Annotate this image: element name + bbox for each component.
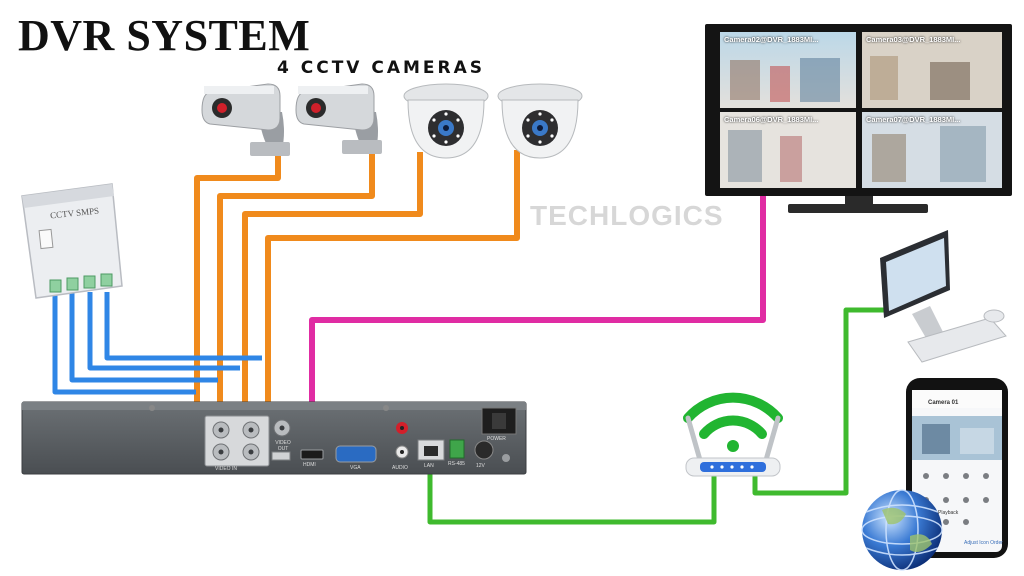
wifi-icon [683,392,783,452]
power-cable-2 [87,292,240,371]
globe-icon [861,489,943,571]
port-label-video-in: VIDEO IN [215,466,237,472]
lan-cable [427,452,717,525]
computer-icon [880,230,1007,363]
video-cables [194,150,520,436]
port-label-12v: 12V [476,463,485,469]
power-cable-3 [69,292,218,383]
port-label-lan: LAN [424,463,434,469]
video-cable-1 [194,155,281,432]
power-cables [52,292,262,395]
watermark: TECHLOGICS [530,200,724,231]
phone-playback-label: Playback [938,510,959,516]
port-label-power: POWER [487,436,506,442]
dome-camera-icon [403,83,489,159]
dvr-recorder [21,401,527,475]
hdmi-cable [309,195,766,452]
phone-app-title: Camera 01 [928,400,959,406]
router-to-pc-cable [752,307,884,496]
video-cable-3 [242,152,423,436]
router-icon [685,415,781,477]
camera-feed-label: Camera07@DVR_1883MI... [866,115,961,124]
port-label-audio: AUDIO [392,465,408,471]
video-cable-4 [265,150,520,436]
phone-footer-label: Adjust Icon Order [964,540,1003,546]
power-cable-4 [52,292,196,395]
power-cable-1 [104,292,262,361]
network-cables [427,307,884,525]
page-title: DVR SYSTEM [18,11,311,60]
port-label-rs485: RS-485 [448,461,465,467]
port-label-hdmi: HDMI [303,462,316,468]
dome-camera-icon [497,83,583,159]
camera-feed-label: Camera03@DVR_1883MI... [866,35,961,44]
power-supply-icon [21,183,123,299]
camera-feed-label: Camera06@DVR_1883MI... [724,115,819,124]
port-label-vga: VGA [350,465,361,471]
camera-count-label: 4 CCTV CAMERAS [277,58,486,78]
bullet-camera-icon [201,83,290,156]
camera-feed-label: Camera02@DVR_1883MI... [724,35,819,44]
port-label-video-out: VIDEO OUT [275,440,291,452]
bullet-camera-icon [295,83,382,154]
monitor-icon [705,24,1012,213]
video-cable-2 [217,152,375,432]
